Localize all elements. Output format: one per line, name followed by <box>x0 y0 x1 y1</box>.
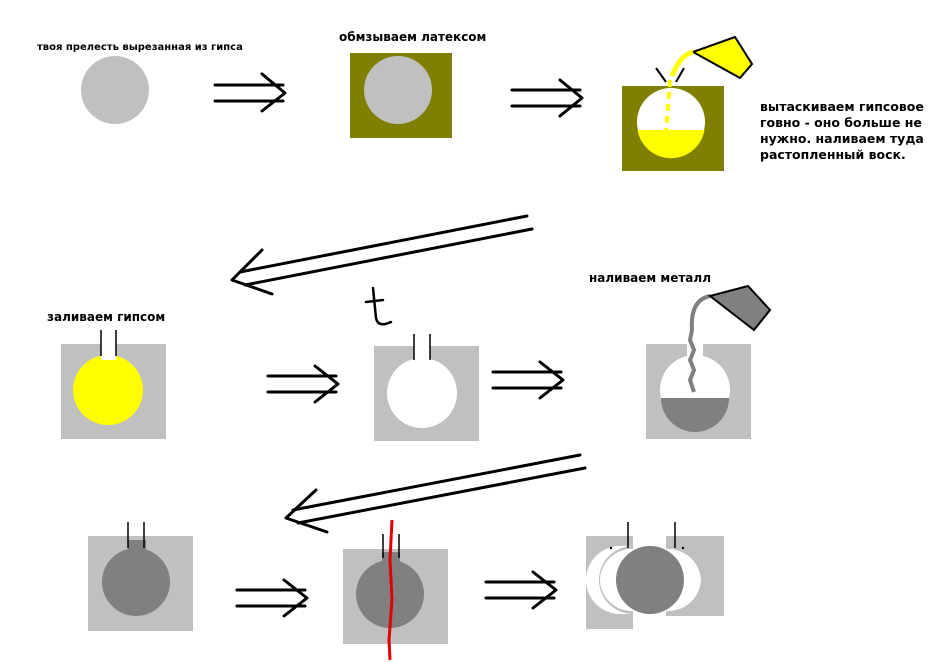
hollow-sprue-lines <box>413 334 431 360</box>
metal-fill <box>661 398 729 432</box>
cast-sprue-lines <box>127 522 145 548</box>
label-latex-coating: обмзываем латексом <box>339 30 487 44</box>
arrow-right-5 <box>235 578 309 618</box>
metal-stream <box>687 294 711 393</box>
wax-fill <box>637 130 705 159</box>
funnel-lines <box>655 67 685 83</box>
label-pour-metal: наливаем металл <box>589 271 711 285</box>
dot-left <box>609 546 613 550</box>
arrow-right-4 <box>491 360 565 400</box>
arrow-diagonal-2 <box>284 453 587 534</box>
sprue-lines <box>100 330 117 356</box>
cast-metal-sprue <box>128 540 146 550</box>
plaster-ball-in-latex <box>364 56 432 124</box>
wax-stream <box>664 79 672 134</box>
wax-spout <box>669 49 694 77</box>
cast-metal-ball <box>102 548 170 616</box>
arrow-right-3 <box>266 364 340 404</box>
plaster-ball <box>81 56 149 124</box>
released-sprue-lines <box>627 522 676 548</box>
dot-right <box>681 546 685 550</box>
arrow-diagonal-1 <box>230 214 534 296</box>
cut-metal-ball <box>356 560 424 628</box>
released-metal-ball <box>616 546 684 614</box>
heat-symbol <box>371 286 393 326</box>
label-pour-wax: вытаскиваем гипсовое говно - оно больше … <box>760 99 924 162</box>
heat-symbol-cross <box>364 298 385 304</box>
cut-sprue-lines <box>382 534 400 558</box>
hollow-mold-cavity <box>387 358 457 428</box>
label-pour-plaster: заливаем гипсом <box>47 310 166 324</box>
arrow-right-1 <box>213 72 287 113</box>
arrow-right-6 <box>484 570 558 610</box>
arrow-right-2 <box>510 78 584 118</box>
wax-jug <box>690 35 754 80</box>
wax-model <box>73 355 143 425</box>
wax-sprue <box>101 330 116 360</box>
label-plaster-model: твоя прелесть вырезанная из гипса <box>37 42 243 53</box>
cut-line <box>387 519 394 661</box>
hollow-sprue <box>414 334 430 364</box>
metal-jug <box>707 284 772 332</box>
